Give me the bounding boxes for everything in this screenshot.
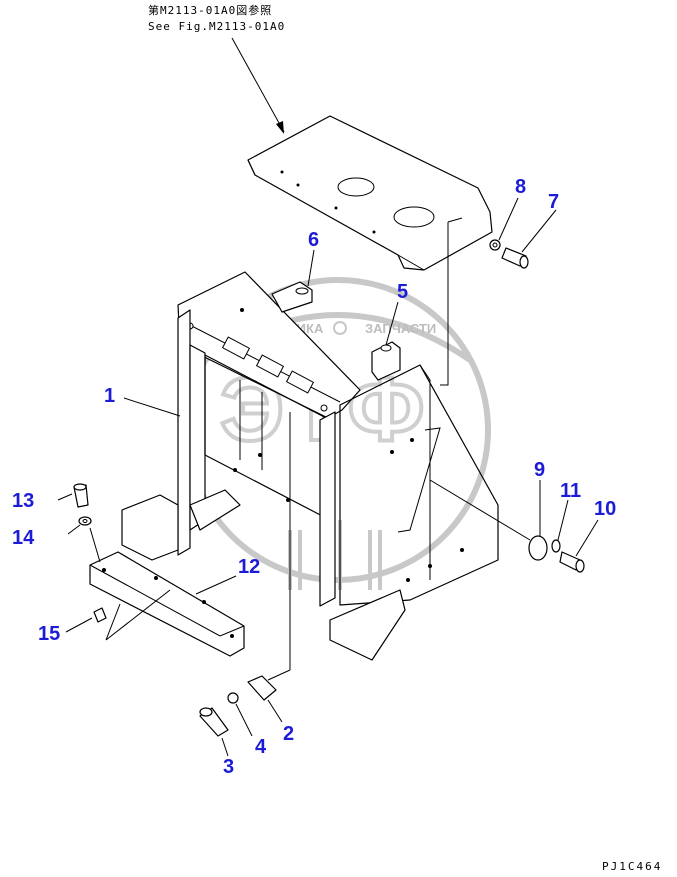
part-9-cap	[429, 479, 548, 561]
callout-2: 2	[283, 723, 294, 745]
part-3-bolt	[199, 707, 229, 757]
main-frame	[121, 271, 499, 661]
callout-12: 12	[238, 556, 260, 578]
part-2-stopper	[247, 412, 291, 723]
callout-7: 7	[548, 191, 559, 213]
reference-arrow	[231, 37, 285, 134]
watermark-text-right: ЗАПЧАСТИ	[365, 321, 436, 336]
callout-4: 4	[255, 736, 267, 758]
part-15-nut	[65, 589, 171, 641]
part-6-hinge	[271, 249, 315, 313]
callout-10: 10	[594, 498, 616, 520]
part-13-bolt	[57, 483, 89, 508]
part-5-latch	[371, 301, 401, 381]
callout-11: 11	[560, 480, 581, 502]
callout-14: 14	[12, 527, 35, 549]
reference-note-en: See Fig.M2113-01A0	[148, 20, 285, 33]
part-4-washer	[227, 692, 253, 737]
callout-15: 15	[38, 623, 60, 645]
drawing-code: PJ1C464	[602, 860, 662, 873]
part-14-washer	[67, 516, 101, 563]
part-10-bolt	[559, 519, 599, 573]
reference-note-jp: 第M2113-01A0図参照	[148, 3, 272, 17]
callout-8: 8	[515, 176, 526, 198]
callout-1: 1	[104, 385, 115, 407]
part-8-washer	[489, 197, 519, 251]
callout-5: 5	[397, 281, 408, 303]
part-1-leader	[123, 397, 181, 417]
part-7-bolt	[501, 209, 557, 269]
callout-6: 6	[308, 229, 319, 251]
part-12-bracket	[89, 551, 245, 657]
callout-labels: 1 2 3 4 5 6 7 8 9 10 11 12 13 14 15	[12, 176, 616, 778]
part-11-washer	[551, 499, 569, 553]
callout-9: 9	[534, 459, 545, 481]
callout-3: 3	[223, 756, 234, 778]
top-cover	[247, 115, 493, 386]
callout-13: 13	[12, 490, 34, 512]
